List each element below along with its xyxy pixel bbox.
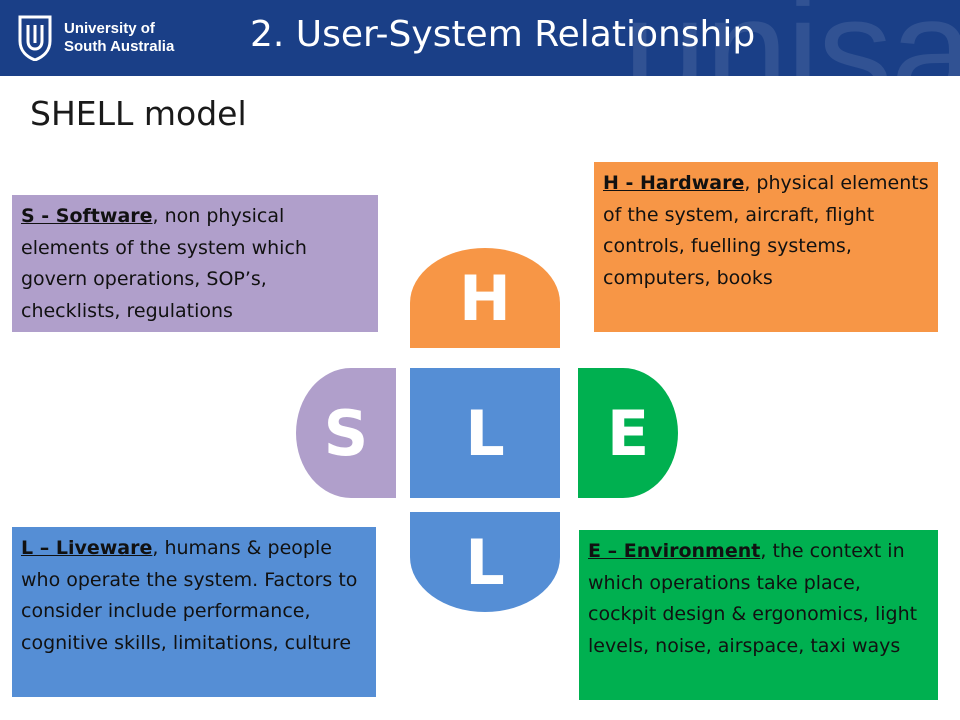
unisa-watermark: unisa — [623, 0, 960, 76]
shell-liveware-center-block: L — [410, 368, 560, 498]
liveware-term: L – Liveware — [21, 537, 153, 559]
university-name-line2: South Australia — [64, 38, 175, 55]
slide-title: 2. User-System Relationship — [250, 14, 756, 55]
software-term: S - Software — [21, 205, 153, 227]
university-logo: University of South Australia — [16, 12, 174, 64]
shell-hardware-block: H — [410, 248, 560, 348]
environment-description: , the context in which operations take p… — [588, 540, 918, 657]
environment-term: E – Environment — [588, 540, 761, 562]
software-description: , non physical elements of the system wh… — [21, 205, 307, 322]
shell-liveware-bottom-block: L — [410, 512, 560, 612]
shell-software-block: S — [296, 368, 396, 498]
shell-environment-block: E — [578, 368, 678, 498]
slide-header: unisa University of South Australia 2. U… — [0, 0, 960, 76]
hardware-description: , physical elements of the system, aircr… — [603, 172, 929, 289]
hardware-description-box: H - Hardware, physical elements of the s… — [594, 162, 938, 332]
university-name: University of South Australia — [64, 20, 174, 56]
software-description-box: S - Software, non physical elements of t… — [12, 195, 378, 332]
hardware-term: H - Hardware — [603, 172, 745, 194]
slide-subtitle: SHELL model — [30, 94, 247, 133]
university-name-line1: University of — [64, 20, 155, 37]
liveware-description: , humans & people who operate the system… — [21, 537, 358, 654]
liveware-description-box: L – Liveware, humans & people who operat… — [12, 527, 376, 697]
unisa-logo-icon — [18, 15, 52, 61]
environment-description-box: E – Environment, the context in which op… — [579, 530, 938, 700]
